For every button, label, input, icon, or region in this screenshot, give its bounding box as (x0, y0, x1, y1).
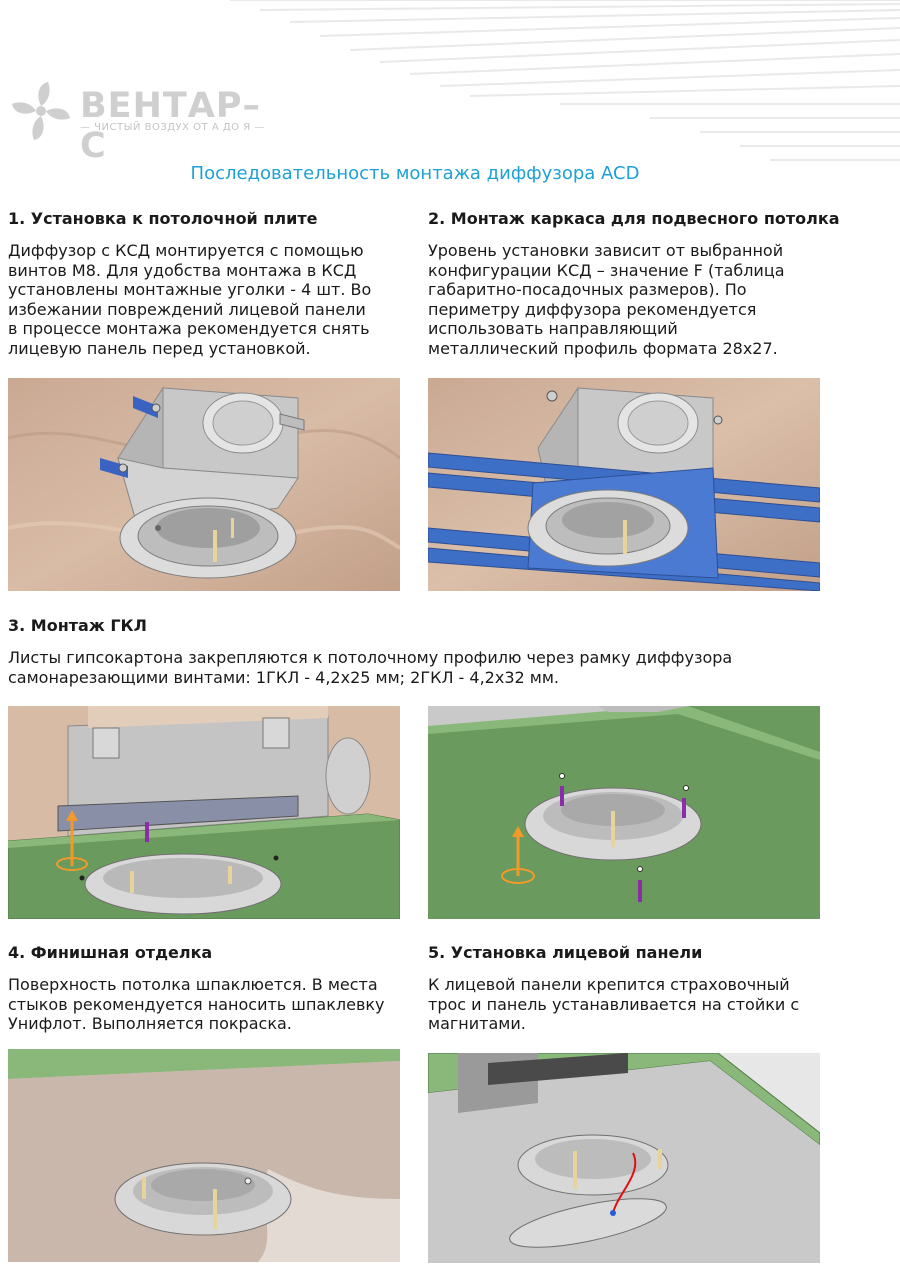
text-line: магнитами. (428, 1014, 526, 1034)
section-4-heading: 4. Финишная отделка (8, 943, 213, 962)
illustration-drywall-install-screws (428, 706, 820, 919)
brand-tagline: — ЧИСТЫЙ ВОЗДУХ ОТ А ДО Я — (80, 122, 265, 133)
text-line: габаритно-посадочных размеров). По (428, 280, 747, 300)
text-line: винтов М8. Для удобства монтажа в КСД (8, 260, 357, 280)
section-5-heading: 5. Установка лицевой панели (428, 943, 703, 962)
section-5-text: К лицевой панели крепится страховочный т… (428, 975, 828, 1034)
text-line: К лицевой панели крепится страховочный (428, 975, 790, 994)
section-2-heading: 2. Монтаж каркаса для подвесного потолка (428, 209, 840, 228)
text-line: избежании повреждений лицевой панели (8, 299, 366, 319)
text-line: трос и панель устанавливается на стойки … (428, 994, 800, 1014)
text-line: Листы гипсокартона закрепляются к потоло… (8, 648, 733, 667)
illustration-drywall-install-side (8, 706, 400, 919)
page-title: Последовательность монтажа диффузора ACD (190, 163, 640, 184)
illustration-front-panel (428, 1053, 820, 1263)
text-line: стыков рекомендуется наносить шпаклевку (8, 994, 385, 1014)
text-line: Диффузор с КСД монтируется с помощью (8, 241, 364, 260)
section-4-text: Поверхность потолка шпаклюется. В места … (8, 975, 408, 1034)
section-3-heading: 3. Монтаж ГКЛ (8, 616, 147, 635)
illustration-slab-mounting (8, 378, 400, 591)
text-line: самонарезающими винтами: 1ГКЛ - 4,2х25 м… (8, 667, 559, 687)
section-3-text: Листы гипсокартона закрепляются к потоло… (8, 648, 888, 687)
text-line: периметру диффузора рекомендуется (428, 299, 757, 319)
section-2-text: Уровень установки зависит от выбранной к… (428, 241, 828, 359)
header-decoration (230, 0, 900, 161)
text-line: Поверхность потолка шпаклюется. В места (8, 975, 378, 994)
text-line: Унифлот. Выполняется покраска. (8, 1014, 292, 1034)
text-line: лицевую панель перед установкой. (8, 338, 311, 358)
section-1-heading: 1. Установка к потолочной плите (8, 209, 318, 228)
illustration-finishing (8, 1049, 400, 1262)
brand-name: ВЕНТАР–С (80, 86, 261, 166)
section-1-text: Диффузор с КСД монтируется с помощью вин… (8, 241, 408, 359)
text-line: в процессе монтажа рекомендуется снять (8, 319, 370, 339)
illustration-ceiling-frame (428, 378, 820, 591)
text-line: металлический профиль формата 28х27. (428, 338, 778, 358)
text-line: конфигурации КСД – значение F (таблица (428, 260, 785, 280)
text-line: Уровень установки зависит от выбранной (428, 241, 784, 260)
text-line: установлены монтажные уголки - 4 шт. Во (8, 280, 372, 300)
fan-logo-icon (12, 82, 70, 140)
text-line: использовать направляющий (428, 319, 678, 339)
brand-logo: ВЕНТАР–С — ЧИСТЫЙ ВОЗДУХ ОТ А ДО Я — (8, 78, 268, 166)
